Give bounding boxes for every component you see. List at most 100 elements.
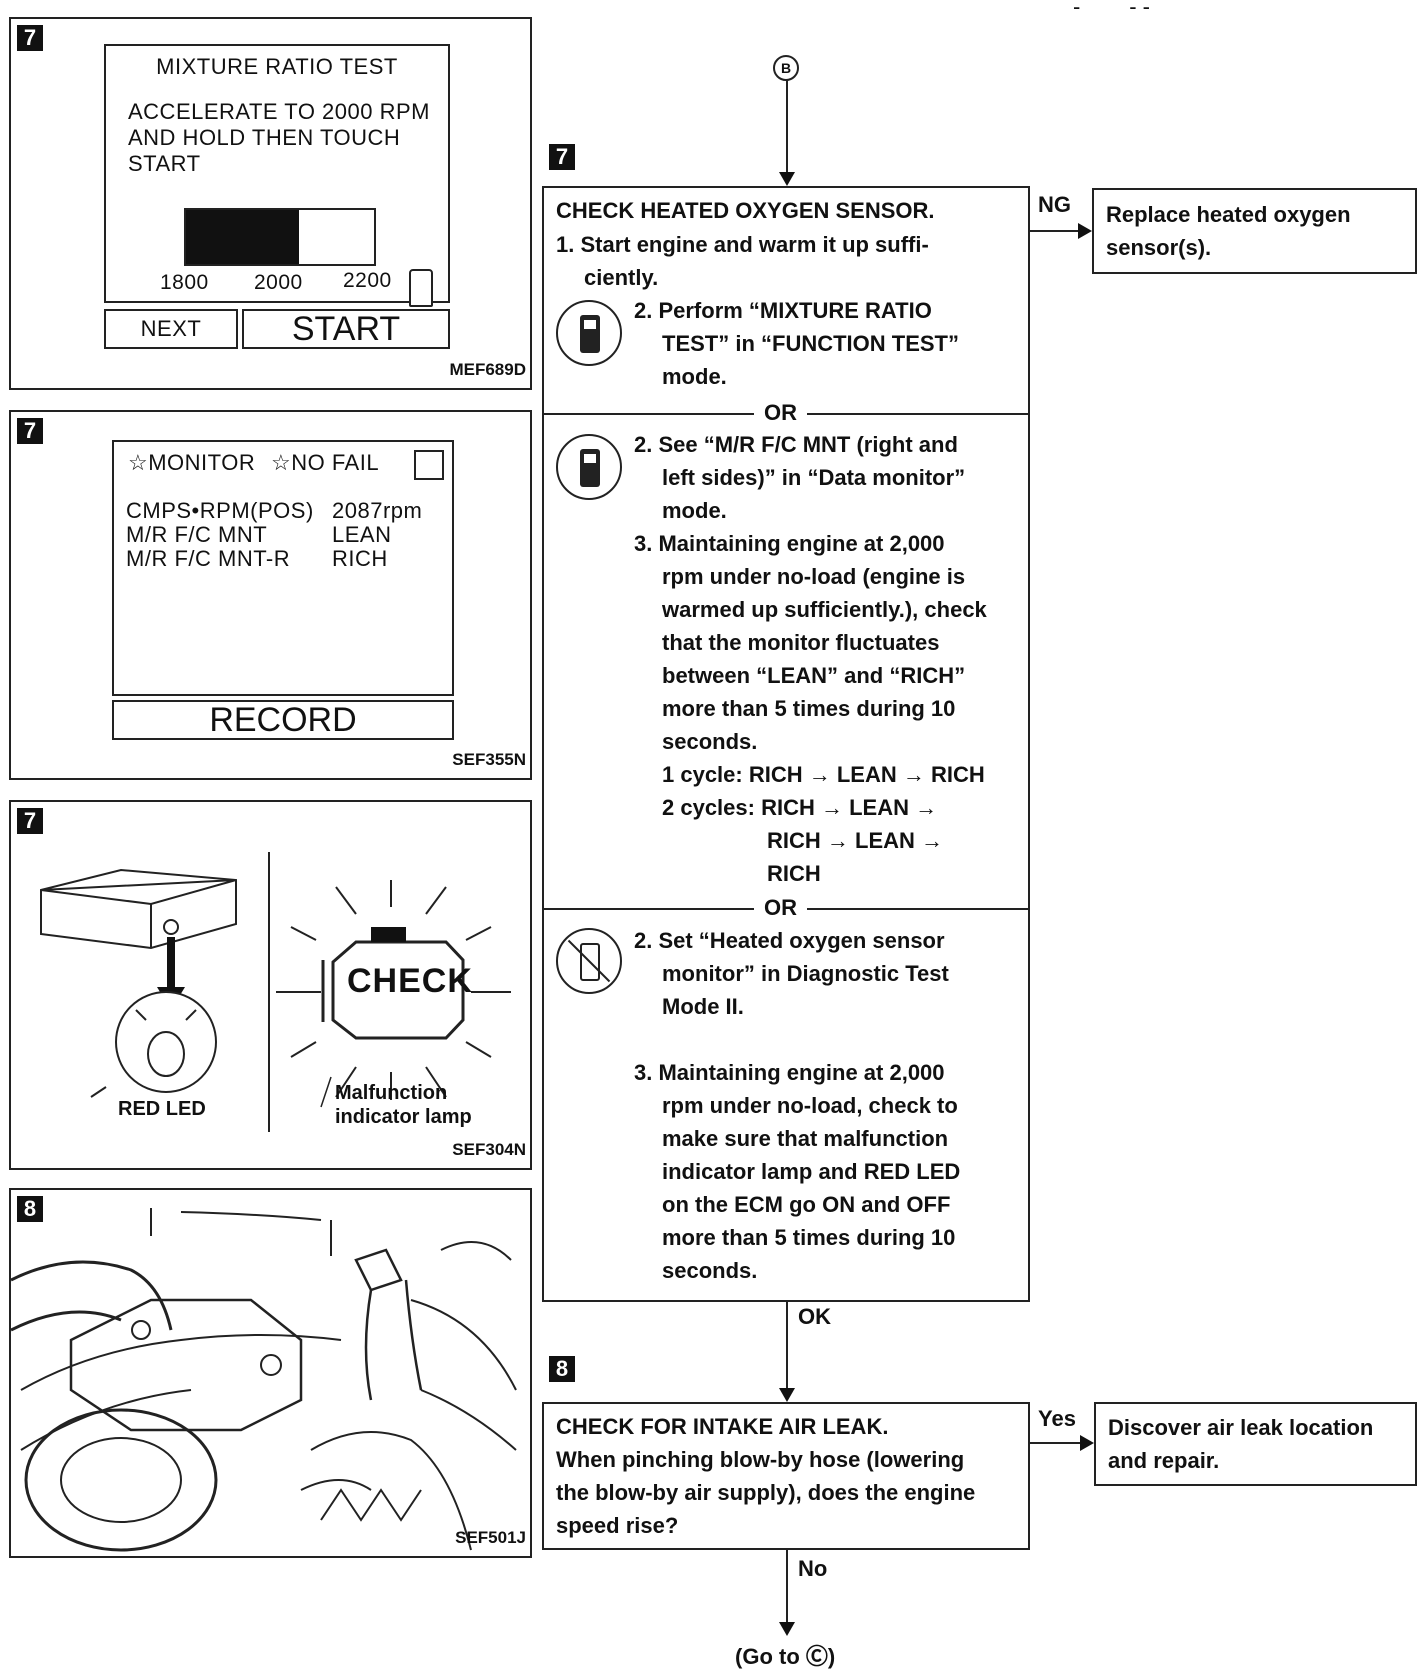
step7-text: rpm under no-load (engine is xyxy=(662,564,966,589)
rpm-gauge-fill xyxy=(186,210,299,264)
figure-code: SEF501J xyxy=(455,1528,526,1547)
record-button[interactable]: RECORD xyxy=(112,700,454,740)
step7-box: CHECK HEATED OXYGEN SENSOR. 1. Start eng… xyxy=(542,186,1030,1302)
step7-text: more than 5 times during 10 xyxy=(662,1225,956,1250)
ng-label: NG xyxy=(1038,192,1071,217)
step7-text: seconds. xyxy=(662,1258,758,1283)
yes-label: Yes xyxy=(1038,1406,1076,1431)
no-fail-label: ☆NO FAIL xyxy=(271,450,380,475)
arrow-head xyxy=(1078,223,1092,239)
row-name: CMPS•RPM(POS) xyxy=(126,498,314,523)
step7-text: on the ECM go ON and OFF xyxy=(662,1192,951,1217)
row-value: RICH xyxy=(332,546,388,571)
finger-pointer xyxy=(409,269,433,307)
step8-box: CHECK FOR INTAKE AIR LEAK. When pinching… xyxy=(542,1402,1030,1550)
step7-text: 2. See “M/R F/C MNT (right and xyxy=(634,432,958,457)
step-badge-7: 7 xyxy=(549,144,575,170)
cycle-text: 1 cycle: RICH → LEAN → RICH xyxy=(662,762,985,787)
figure-mixture-ratio-test: 7 MIXTURE RATIO TEST ACCELERATE TO 2000 … xyxy=(9,17,532,390)
step7-text: between “LEAN” and “RICH” xyxy=(662,663,966,688)
step7-text: 1. Start engine and warm it up suffi- xyxy=(556,232,929,257)
rpm-gauge xyxy=(184,208,376,266)
step7-text: TEST” in “FUNCTION TEST” xyxy=(662,331,959,356)
check-lamp-label: CHECK xyxy=(347,962,473,1000)
step7-text: mode. xyxy=(662,498,727,523)
connector-b: B xyxy=(773,55,799,81)
consult-tool-icon xyxy=(556,434,622,500)
step7-text: seconds. xyxy=(662,729,758,754)
ng-result-text: sensor(s). xyxy=(1106,235,1212,260)
instruction-line: ACCELERATE TO 2000 RPM xyxy=(128,99,430,124)
ng-result-box: Replace heated oxygen sensor(s). xyxy=(1092,188,1417,274)
consult-screen: MIXTURE RATIO TEST ACCELERATE TO 2000 RP… xyxy=(104,44,450,303)
step7-text: that the monitor fluctuates xyxy=(662,630,940,655)
arrow-head xyxy=(779,172,795,186)
step8-text: the blow-by air supply), does the engine xyxy=(556,1480,976,1505)
mil-label: indicator lamp xyxy=(335,1106,472,1128)
cycle-text: RICH → LEAN → xyxy=(767,828,943,853)
step7-text: warmed up sufficiently.), check xyxy=(662,597,987,622)
step7-text: 3. Maintaining engine at 2,000 xyxy=(634,531,945,556)
step8-text: speed rise? xyxy=(556,1513,679,1538)
connector-line xyxy=(786,80,788,175)
ng-result-text: Replace heated oxygen xyxy=(1106,202,1351,227)
step7-text: 2. Perform “MIXTURE RATIO xyxy=(634,298,932,323)
step7-text: left sides)” in “Data monitor” xyxy=(662,465,966,490)
mil-label: Malfunction xyxy=(335,1082,448,1104)
figure-code: SEF355N xyxy=(452,750,526,769)
step7-text: make sure that malfunction xyxy=(662,1126,949,1151)
monitor-header: ☆MONITOR xyxy=(128,450,256,475)
step-badge-8: 8 xyxy=(549,1356,575,1382)
red-led-label: RED LED xyxy=(118,1098,206,1120)
row-value: 2087rpm xyxy=(332,498,423,523)
step8-title: CHECK FOR INTAKE AIR LEAK. xyxy=(556,1414,889,1439)
engine-illustration xyxy=(11,1208,517,1552)
start-button[interactable]: START xyxy=(242,309,450,349)
step7-text: mode. xyxy=(662,364,727,389)
arrow-head xyxy=(779,1622,795,1636)
gauge-tick: 2000 xyxy=(254,271,303,294)
step-badge: 7 xyxy=(17,808,43,834)
step7-text: 2. Set “Heated oxygen sensor xyxy=(634,928,945,953)
step7-text: indicator lamp and RED LED xyxy=(662,1159,961,1184)
figure-blow-by-hose: 8 SEF501J xyxy=(9,1188,532,1558)
ok-line xyxy=(786,1302,788,1392)
yes-result-box: Discover air leak location and repair. xyxy=(1094,1402,1417,1486)
or-label: OR xyxy=(754,400,807,426)
row-value: LEAN xyxy=(332,522,392,547)
step-badge: 7 xyxy=(17,418,43,444)
instruction-line: AND HOLD THEN TOUCH xyxy=(128,125,401,150)
header-marks: - - - xyxy=(1073,0,1150,19)
step7-text: more than 5 times during 10 xyxy=(662,696,956,721)
row-name: M/R F/C MNT xyxy=(126,522,268,547)
no-tool-icon xyxy=(556,928,622,994)
monitor-screen: ☆MONITOR ☆NO FAIL CMPS•RPM(POS) 2087rpm … xyxy=(112,440,454,696)
step7-title: CHECK HEATED OXYGEN SENSOR. xyxy=(556,198,935,223)
cycle-text: RICH xyxy=(767,861,821,886)
no-label: No xyxy=(798,1556,828,1581)
step7-text: rpm under no-load, check to xyxy=(662,1093,958,1118)
row-name: M/R F/C MNT-R xyxy=(126,546,291,571)
cycle-text: 2 cycles: RICH → LEAN → xyxy=(662,795,938,820)
step7-text: monitor” in Diagnostic Test xyxy=(662,961,949,986)
yes-result-text: and repair. xyxy=(1108,1448,1220,1473)
screen-title: MIXTURE RATIO TEST xyxy=(156,54,398,79)
next-button[interactable]: NEXT xyxy=(104,309,238,349)
gauge-tick: 1800 xyxy=(160,271,209,294)
step8-text: When pinching blow-by hose (lowering xyxy=(556,1447,965,1472)
ng-line xyxy=(1030,230,1078,232)
step7-text: Mode II. xyxy=(662,994,744,1019)
figure-led-and-mil: 7 CHECK RED LED Malfunction indicator la… xyxy=(9,800,532,1170)
figure-code: SEF304N xyxy=(452,1140,526,1159)
or-label: OR xyxy=(754,895,807,921)
instruction-line: START xyxy=(128,151,201,176)
figure-code: MEF689D xyxy=(449,360,526,379)
consult-tool-icon xyxy=(556,300,622,366)
monitor-checkbox[interactable] xyxy=(414,450,444,480)
yes-line xyxy=(1030,1442,1080,1444)
step7-text: ciently. xyxy=(584,265,659,290)
step7-text: 3. Maintaining engine at 2,000 xyxy=(634,1060,945,1085)
figure-data-monitor: 7 ☆MONITOR ☆NO FAIL CMPS•RPM(POS) 2087rp… xyxy=(9,410,532,780)
step-badge: 8 xyxy=(17,1196,43,1222)
goto-connector-c: (Go to Ⓒ) xyxy=(735,1644,836,1669)
